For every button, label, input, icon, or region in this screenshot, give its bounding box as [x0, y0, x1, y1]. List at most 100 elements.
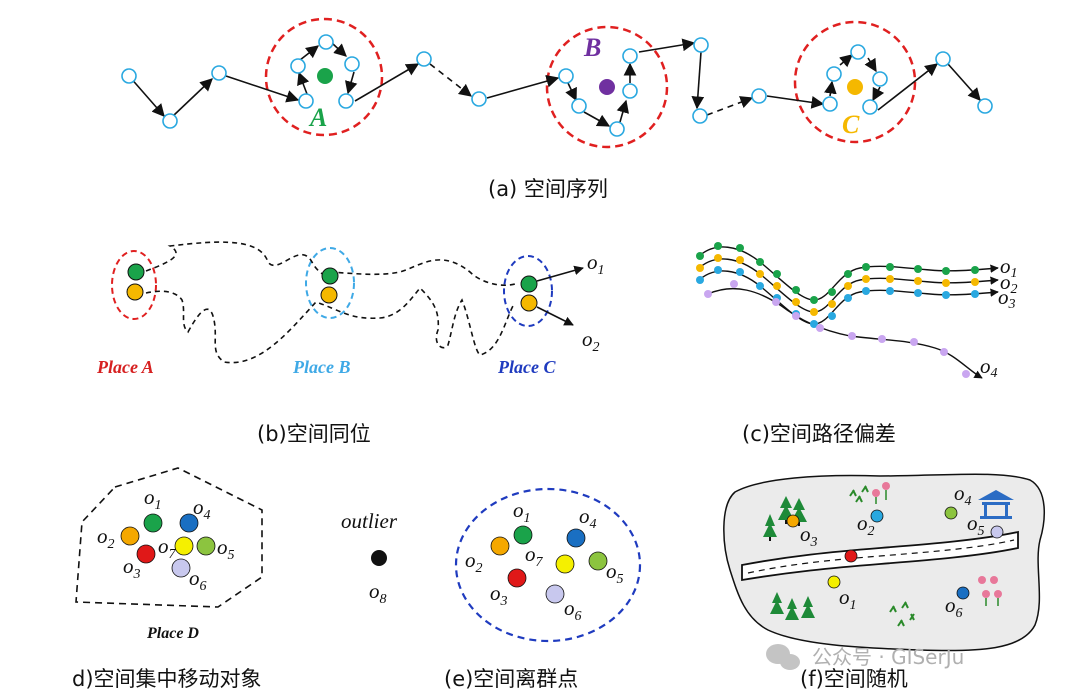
- panel-c-path-deviation: o1 o2 o3 o4 (c)空间路径偏差: [696, 242, 1018, 446]
- path-o1: [696, 246, 999, 301]
- centroid-a: [317, 68, 333, 84]
- red-dot-river: [844, 549, 858, 563]
- place-c-gold-dot: [520, 294, 538, 312]
- caption-a: (a) 空间序列: [488, 177, 608, 201]
- label-o5: o5: [967, 511, 985, 539]
- label-o6: o6: [189, 566, 207, 594]
- label-o6: o6: [564, 596, 582, 624]
- node: [872, 71, 888, 87]
- label-o8: o8: [369, 579, 387, 607]
- points-o3: [696, 266, 979, 328]
- dot-o4: [179, 513, 199, 533]
- points-o2: [696, 254, 979, 316]
- label-o4: o4: [579, 504, 597, 532]
- pavilion-icon: [978, 490, 1014, 519]
- label-o2: o2: [857, 511, 875, 539]
- dot-o1: [513, 525, 533, 545]
- river-centerline: [747, 539, 1015, 574]
- label-o4: o4: [193, 495, 211, 523]
- node: [822, 96, 838, 112]
- label-o7: o7: [525, 542, 544, 570]
- node: [290, 58, 306, 74]
- arrow-o2: [536, 306, 574, 326]
- panel-a-spatial-sequence: A B C (a) 空间序列: [121, 17, 993, 201]
- node: [862, 99, 878, 115]
- label-o2: o2: [465, 548, 483, 576]
- dot-o3: [507, 568, 527, 588]
- label-o3: o3: [123, 554, 141, 582]
- shrub-icon: [889, 601, 915, 627]
- node: [622, 48, 638, 64]
- node: [298, 93, 314, 109]
- panel-d-concentrated-moving-objects: o1 o4 o2 o7 o5 o3 o6 Place D d)空间集中移动对象: [72, 467, 263, 691]
- place-d-label: Place D: [146, 625, 199, 642]
- panel-e-spatial-outlier: outlier o8 o1 o4 o7 o2 o5 o3 o6 (e)空间离群点: [341, 487, 642, 691]
- watermark-text: 公众号 · GISerJu: [812, 645, 964, 669]
- panel-f-spatial-random: o1 o2 o3 o4 o5 o6 (f)空间随机: [723, 473, 1045, 691]
- wechat-icon: [766, 644, 800, 670]
- centroid-c: [847, 79, 863, 95]
- trajectory-edges: [128, 38, 981, 127]
- label-o4: o4: [954, 481, 972, 509]
- place-d-polygon: [75, 467, 263, 608]
- node: [692, 108, 708, 124]
- dot-o3: [136, 544, 156, 564]
- node: [121, 68, 137, 84]
- label-o1: o1: [144, 485, 162, 513]
- label-b: B: [583, 33, 601, 62]
- dot-o1: [143, 513, 163, 533]
- dot-o1: [827, 575, 841, 589]
- label-o2: o2: [1000, 270, 1018, 297]
- label-o3: o3: [490, 581, 508, 609]
- caption-c: (c)空间路径偏差: [742, 422, 896, 446]
- watermark: 公众号 · GISerJu: [766, 644, 964, 670]
- dot-o2: [870, 509, 884, 523]
- trajectory-nodes: [121, 34, 993, 137]
- node: [693, 37, 709, 53]
- node: [416, 51, 432, 67]
- label-o7: o7: [158, 534, 177, 562]
- flower-icon: [872, 482, 890, 504]
- label-o1: o1: [513, 498, 531, 526]
- label-a: A: [308, 103, 327, 132]
- caption-e: (e)空间离群点: [444, 667, 578, 691]
- dot-o5: [588, 551, 608, 571]
- node: [935, 51, 951, 67]
- path-o3: [696, 270, 999, 325]
- node: [318, 34, 334, 50]
- place-a-gold-dot: [126, 283, 144, 301]
- node: [622, 83, 638, 99]
- label-o1: o1: [587, 250, 605, 278]
- place-b-label: Place B: [292, 357, 350, 377]
- points-o4: [704, 280, 970, 378]
- place-a-label: Place A: [96, 357, 154, 377]
- outlier-label: outlier: [341, 509, 398, 533]
- path-o2: [145, 286, 515, 364]
- place-a-ellipse: [111, 250, 157, 320]
- points-o1: [696, 242, 979, 304]
- dot-o4: [944, 506, 958, 520]
- place-b-green-dot: [321, 267, 339, 285]
- panel-b-spatial-colocation: o1 o2 Place A Place B Place C (b)空间同位: [96, 241, 605, 446]
- dot-o5: [196, 536, 216, 556]
- path-o4: [707, 287, 983, 379]
- place-c-label: Place C: [497, 357, 556, 377]
- label-o5: o5: [217, 535, 235, 563]
- node: [558, 68, 574, 84]
- node: [751, 88, 767, 104]
- node: [471, 91, 487, 107]
- dot-o5: [990, 525, 1004, 539]
- dot-o8: [371, 550, 387, 566]
- cluster-circle-a: [264, 17, 384, 137]
- place-c-ellipse: [503, 255, 553, 327]
- cluster-ellipse: [454, 487, 642, 643]
- place-b-gold-dot: [320, 286, 338, 304]
- node: [162, 113, 178, 129]
- flower-icon: [978, 576, 1002, 606]
- label-o5: o5: [606, 559, 624, 587]
- label-o3: o3: [800, 522, 818, 550]
- label-o2: o2: [582, 327, 600, 355]
- node: [344, 56, 360, 72]
- node: [571, 98, 587, 114]
